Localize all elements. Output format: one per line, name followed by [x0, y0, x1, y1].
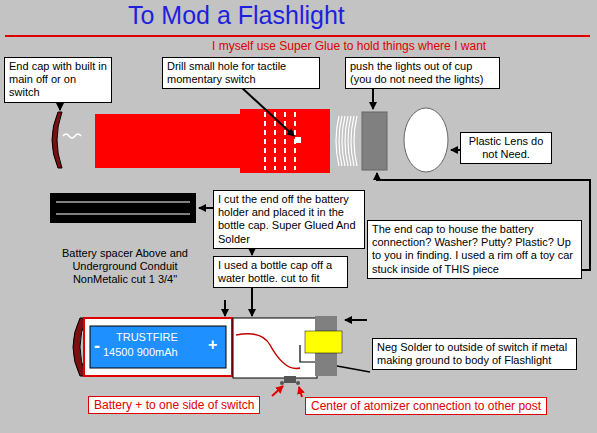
drawing-part: [354, 116, 357, 166]
leader-arrow: [272, 386, 283, 396]
callout-text: Battery + to one side of switch: [94, 398, 254, 412]
switch-post: [280, 381, 284, 385]
callout-box: Center of atomizer connection to other p…: [305, 397, 547, 415]
callout-box: Neg Solder to outside of switch if metal…: [372, 338, 577, 370]
cap-spring: [63, 134, 81, 138]
leader-arrow: [199, 207, 213, 209]
callout-text: Drill small hole for tactile momentary s…: [167, 60, 315, 86]
leader-arrow: [251, 288, 253, 316]
battery: [90, 326, 226, 368]
callout-text: End cap with built in main off or on swi…: [9, 60, 107, 100]
part-label: TRUSTFIRE: [116, 331, 178, 344]
drawing-part: [284, 112, 286, 170]
page-title: To Mod a Flashlight: [128, 1, 345, 30]
wire: [236, 334, 300, 369]
callout-text: Center of atomizer connection to other p…: [311, 399, 541, 413]
bottle-cap: [233, 318, 317, 378]
callout-box: Plastic Lens do not Need.: [460, 132, 552, 164]
callout-box: I used a bottle cap off a water bottle. …: [213, 256, 348, 288]
switch-post: [296, 381, 300, 385]
holder-line: [56, 214, 190, 215]
callout-box: push the lights out of cup (you do not n…: [345, 57, 500, 89]
atomizer-connector: [305, 331, 342, 353]
ground-wire: [337, 366, 370, 372]
switch-hole: [295, 137, 301, 143]
momentary-switch: [284, 376, 296, 383]
callout-box: Drill small hole for tactile momentary s…: [162, 57, 320, 89]
part-label: Battery spacer Above and Underground Con…: [50, 247, 200, 287]
battery-spacer: [84, 318, 232, 376]
leader-arrow: [224, 300, 226, 316]
holder-line: [56, 202, 190, 203]
drawing-part: [264, 112, 266, 170]
leader-arrow: [299, 387, 302, 397]
plastic-lens: [404, 108, 448, 172]
leader-arrow: [372, 89, 374, 109]
leader-arrow: [240, 86, 294, 136]
leader-arrow: [345, 319, 367, 321]
drawing-part: [336, 116, 357, 166]
reflector-cup: [362, 112, 387, 170]
callout-text: push the lights out of cup (you do not n…: [350, 60, 495, 86]
part-label: +: [208, 335, 217, 354]
callout-text: I used a bottle cap off a water bottle. …: [218, 259, 343, 285]
leader-arrow: [451, 149, 460, 151]
battery-holder: [50, 193, 196, 223]
callout-box: End cap with built in main off or on swi…: [4, 57, 112, 103]
title-rule: [5, 35, 590, 37]
callout-text: I cut the end off the battery holder and…: [218, 193, 360, 246]
callout-text: Neg Solder to outside of switch if metal…: [377, 341, 572, 367]
flashlight-body: [95, 114, 243, 168]
drawing-part: [265, 112, 295, 170]
part-label: -: [94, 336, 100, 358]
callout-text: The end cap to house the battery connect…: [372, 223, 577, 276]
flashlight-head: [240, 109, 330, 173]
end-cap: [52, 112, 62, 168]
subtitle: I myself use Super Glue to hold things w…: [212, 39, 486, 53]
callout-box: The end cap to house the battery connect…: [367, 220, 582, 279]
callout-box: Battery + to one side of switch: [88, 396, 260, 414]
part-label: 14500 900mAh: [103, 346, 178, 359]
drawing-part: [274, 112, 276, 170]
callout-box: I cut the end off the battery holder and…: [213, 190, 365, 249]
callout-text: Plastic Lens do not Need.: [465, 135, 547, 161]
